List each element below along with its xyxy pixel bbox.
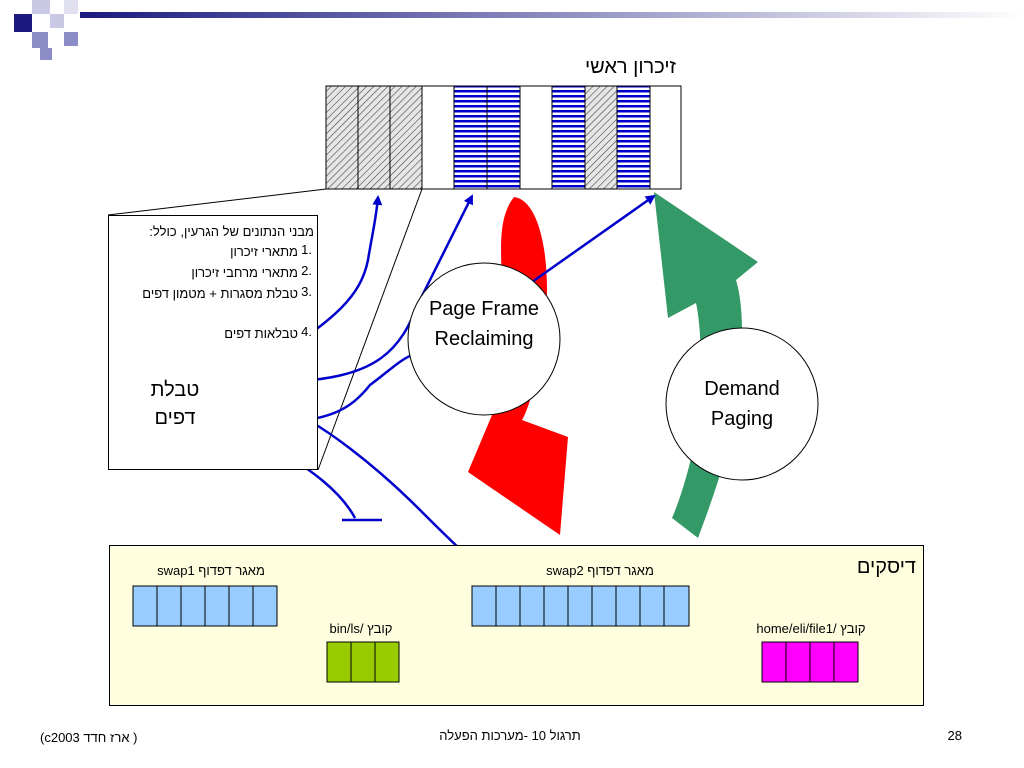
homefile-label: קובץ /home/eli/file1 xyxy=(756,621,866,636)
footer-course: תרגול 10 -מערכות הפעלה xyxy=(439,728,581,743)
footer-copyright: ( ארז חדד c2003) xyxy=(40,730,138,745)
swap1-blocks xyxy=(132,585,278,627)
swap2-label: מאגר דפדוף swap2 xyxy=(546,563,654,578)
swap2-blocks xyxy=(471,585,690,627)
zoom-line-right xyxy=(317,188,423,471)
kernel-item-number: 3. xyxy=(301,284,312,299)
kernel-structures-box xyxy=(108,215,318,470)
demand-paging-circle xyxy=(665,327,819,481)
binls-blocks xyxy=(326,641,400,683)
binls-label: קובץ /bin/ls xyxy=(329,621,393,636)
kernel-item-label: מתארי מרחבי זיכרון xyxy=(191,265,298,280)
homefile-blocks xyxy=(761,641,859,683)
decoration-squares xyxy=(14,0,78,60)
kernel-item-number: 4. xyxy=(301,324,312,339)
page-frame-reclaiming-label: Page Frame Reclaiming xyxy=(428,298,540,350)
main-memory-title: זיכרון ראשי xyxy=(584,56,676,78)
kernel-item-label: טבלאות דפים xyxy=(224,326,298,341)
footer-page-number: 28 xyxy=(947,728,962,743)
kernel-structures-title: מבני הנתונים של הגרעין, כולל: xyxy=(149,224,314,239)
kernel-item-label: מתארי זיכרון xyxy=(230,244,298,259)
main-memory-frames xyxy=(325,85,682,190)
kernel-item-number: 2. xyxy=(301,263,312,278)
disks-title: דיסקים xyxy=(856,556,916,578)
top-gradient-bar xyxy=(80,12,1024,18)
demand-paging-label: Demand Paging xyxy=(704,378,780,430)
page-table-label: טבלת דפים xyxy=(150,379,200,429)
zoom-line-left xyxy=(107,188,327,216)
swap1-label: מאגר דפדוף swap1 xyxy=(157,563,265,578)
kernel-item-label: טבלת מסגרות + מטמון דפים xyxy=(142,286,298,301)
page-frame-reclaiming-circle xyxy=(407,262,561,416)
kernel-item-number: 1. xyxy=(301,242,312,257)
